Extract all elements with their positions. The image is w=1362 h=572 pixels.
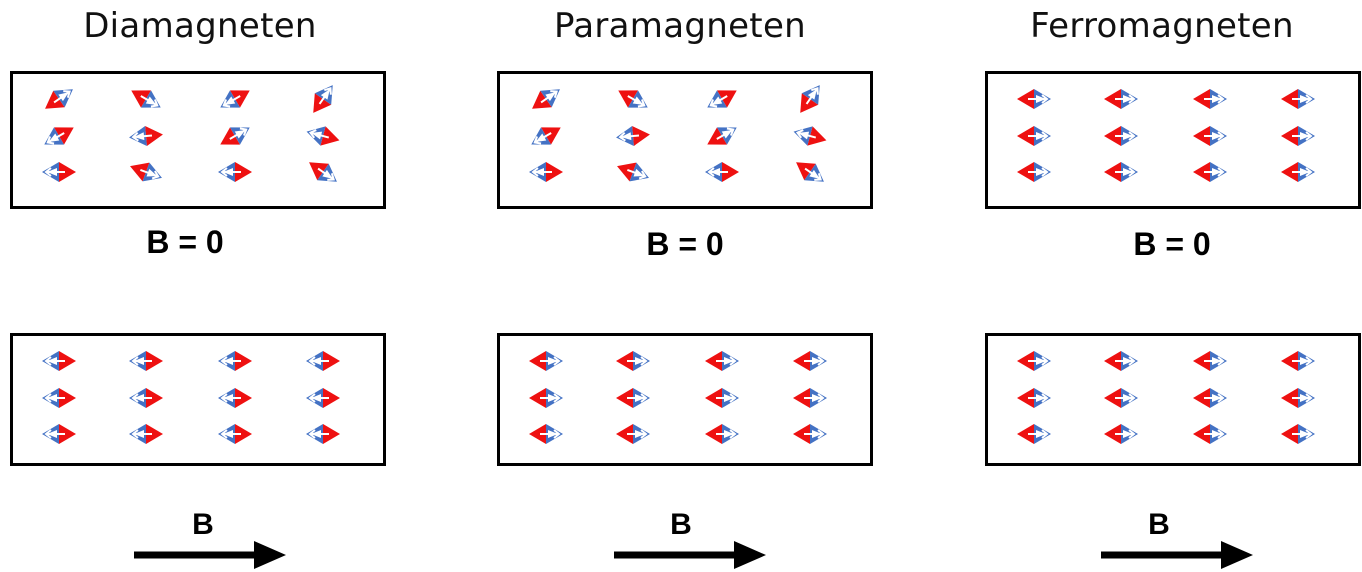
compass-needle-icon xyxy=(42,351,76,371)
compass-needle-icon xyxy=(1193,89,1227,109)
compass-needle-icon xyxy=(1281,162,1315,182)
applied-field-needles xyxy=(529,351,827,444)
compass-needle-icon xyxy=(1104,424,1138,444)
compass-needle-icon xyxy=(529,388,563,408)
compass-needle-icon xyxy=(796,162,824,182)
panel-title: Ferromagneten xyxy=(1030,6,1294,46)
compass-needle-icon xyxy=(531,127,561,145)
compass-needle-icon xyxy=(129,351,163,371)
compass-needle-icon xyxy=(1281,89,1315,109)
compass-needle-icon xyxy=(1193,388,1227,408)
compass-needle-icon xyxy=(617,162,649,182)
compass-needle-icon xyxy=(42,424,76,444)
panel-diamagneten: Diamagneten B = 0 B xyxy=(0,0,400,572)
compass-needle-icon xyxy=(220,127,250,145)
compass-needle-icon xyxy=(793,424,827,444)
compass-needle-icon xyxy=(1104,162,1138,182)
compass-needle-icon xyxy=(131,90,161,108)
compass-needle-icon xyxy=(1017,388,1051,408)
compass-needle-icon xyxy=(306,424,340,444)
panel-title: Diamagneten xyxy=(83,6,317,46)
compass-needle-icon xyxy=(309,162,337,182)
compass-needle-icon xyxy=(45,89,73,109)
compass-needle-icon xyxy=(129,424,163,444)
compass-needle-icon xyxy=(1017,424,1051,444)
compass-needle-icon xyxy=(1281,126,1315,146)
compass-needle-icon xyxy=(793,388,827,408)
zero-field-needles xyxy=(1017,89,1315,182)
compass-needle-icon xyxy=(1017,162,1051,182)
compass-needle-icon xyxy=(129,388,163,408)
applied-field-needles xyxy=(42,351,340,444)
compass-needle-icon xyxy=(705,388,739,408)
zero-field-label: B = 0 xyxy=(646,226,724,262)
compass-needle-icon xyxy=(1193,126,1227,146)
compass-needle-icon xyxy=(793,126,827,146)
field-arrow-icon xyxy=(1101,541,1253,569)
compass-needle-icon xyxy=(616,351,650,371)
compass-needle-icon xyxy=(800,85,820,113)
compass-needle-icon xyxy=(1193,162,1227,182)
compass-needle-icon xyxy=(218,388,252,408)
zero-field-needles xyxy=(42,85,340,182)
zero-field-needles xyxy=(529,85,827,182)
applied-field-needles xyxy=(1017,351,1315,444)
applied-field-box xyxy=(10,333,386,466)
compass-needle-icon xyxy=(220,90,250,108)
field-arrow-icon xyxy=(134,541,286,569)
compass-needle-icon xyxy=(42,162,76,182)
compass-needle-icon xyxy=(1281,351,1315,371)
compass-needle-icon xyxy=(313,85,333,113)
compass-needle-icon xyxy=(1281,388,1315,408)
compass-needle-icon xyxy=(218,351,252,371)
panel-title: Paramagneten xyxy=(553,6,807,46)
compass-needle-icon xyxy=(1281,424,1315,444)
compass-needle-icon xyxy=(1193,424,1227,444)
compass-needle-icon xyxy=(705,162,739,182)
field-label: B xyxy=(670,508,692,541)
compass-needle-icon xyxy=(218,424,252,444)
compass-needle-icon xyxy=(1104,89,1138,109)
compass-needle-icon xyxy=(532,89,560,109)
compass-needle-icon xyxy=(306,351,340,371)
panel-paramagneten: Paramagneten B = 0 B xyxy=(480,0,880,572)
compass-needle-icon xyxy=(705,351,739,371)
field-arrow-icon xyxy=(614,541,766,569)
compass-needle-icon xyxy=(130,162,162,182)
compass-needle-icon xyxy=(1104,351,1138,371)
zero-field-label: B = 0 xyxy=(1133,226,1211,262)
field-label: B xyxy=(1148,508,1170,541)
applied-field-box xyxy=(497,333,873,466)
compass-needle-icon xyxy=(1104,126,1138,146)
compass-needle-icon xyxy=(218,162,252,182)
compass-needle-icon xyxy=(306,388,340,408)
compass-needle-icon xyxy=(705,424,739,444)
compass-needle-icon xyxy=(529,424,563,444)
compass-needle-icon xyxy=(529,351,563,371)
compass-needle-icon xyxy=(793,351,827,371)
zero-field-box xyxy=(497,71,873,209)
compass-needle-icon xyxy=(1104,388,1138,408)
compass-needle-icon xyxy=(616,388,650,408)
compass-needle-icon xyxy=(707,90,737,108)
compass-needle-icon xyxy=(129,126,163,146)
compass-needle-icon xyxy=(616,424,650,444)
applied-field-box xyxy=(985,333,1361,466)
compass-needle-icon xyxy=(1017,126,1051,146)
compass-needle-icon xyxy=(42,388,76,408)
compass-needle-icon xyxy=(1017,89,1051,109)
compass-needle-icon xyxy=(618,90,648,108)
zero-field-label: B = 0 xyxy=(146,224,224,260)
compass-needle-icon xyxy=(1017,351,1051,371)
compass-needle-icon xyxy=(1193,351,1227,371)
compass-needle-icon xyxy=(616,126,650,146)
compass-needle-icon xyxy=(306,126,340,146)
zero-field-box xyxy=(10,71,386,209)
zero-field-box xyxy=(985,71,1361,209)
compass-needle-icon xyxy=(44,127,74,145)
compass-needle-icon xyxy=(529,162,563,182)
compass-needle-icon xyxy=(707,127,737,145)
field-label: B xyxy=(192,508,214,541)
panel-ferromagneten: Ferromagneten B = 0 B xyxy=(962,0,1362,572)
